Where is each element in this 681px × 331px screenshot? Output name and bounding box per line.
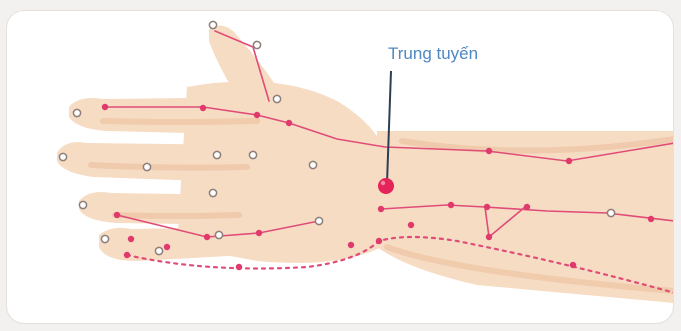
acupoint xyxy=(256,230,262,236)
acupoint xyxy=(286,120,292,126)
open-acupoint xyxy=(309,161,316,168)
highlighted-acupoint xyxy=(378,178,394,194)
acupoint xyxy=(566,158,572,164)
acupoint xyxy=(376,238,382,244)
open-acupoint xyxy=(215,231,222,238)
acupoint xyxy=(486,234,492,240)
acupoint xyxy=(254,112,260,118)
acupoint xyxy=(102,104,108,110)
open-acupoint xyxy=(209,189,216,196)
acupoint xyxy=(448,202,454,208)
diagram-frame: Trung tuyến xyxy=(6,10,674,324)
acupoint xyxy=(648,216,654,222)
hand-acupoint-diagram: Trung tuyến xyxy=(7,11,674,324)
open-acupoint xyxy=(155,247,162,254)
index-finger xyxy=(69,97,269,135)
acupoint xyxy=(524,204,530,210)
open-acupoint xyxy=(209,21,216,28)
ring-finger xyxy=(79,192,243,225)
middle-finger xyxy=(57,142,259,183)
highlighted-acupoint-glint xyxy=(381,181,385,185)
acupoint xyxy=(378,206,384,212)
open-acupoint xyxy=(73,109,80,116)
open-acupoint xyxy=(253,41,260,48)
acupoint xyxy=(124,252,130,258)
open-acupoint xyxy=(213,151,220,158)
acupoint xyxy=(128,236,134,242)
acupoint xyxy=(204,234,210,240)
acupoint xyxy=(348,242,354,248)
acupoint xyxy=(570,262,576,268)
open-acupoint xyxy=(101,235,108,242)
acupoint xyxy=(114,212,120,218)
acupoint xyxy=(164,244,170,250)
open-acupoint xyxy=(273,95,280,102)
acupoint xyxy=(200,105,206,111)
acupoint xyxy=(486,148,492,154)
open-acupoint xyxy=(143,163,150,170)
open-acupoint xyxy=(249,151,256,158)
little-finger xyxy=(99,227,247,261)
open-acupoint xyxy=(315,217,322,224)
acupoint xyxy=(236,264,242,270)
open-acupoint xyxy=(79,201,86,208)
open-acupoint xyxy=(607,209,614,216)
point-label: Trung tuyến xyxy=(388,44,478,63)
acupoint xyxy=(484,204,490,210)
acupoint xyxy=(408,222,414,228)
open-acupoint xyxy=(59,153,66,160)
